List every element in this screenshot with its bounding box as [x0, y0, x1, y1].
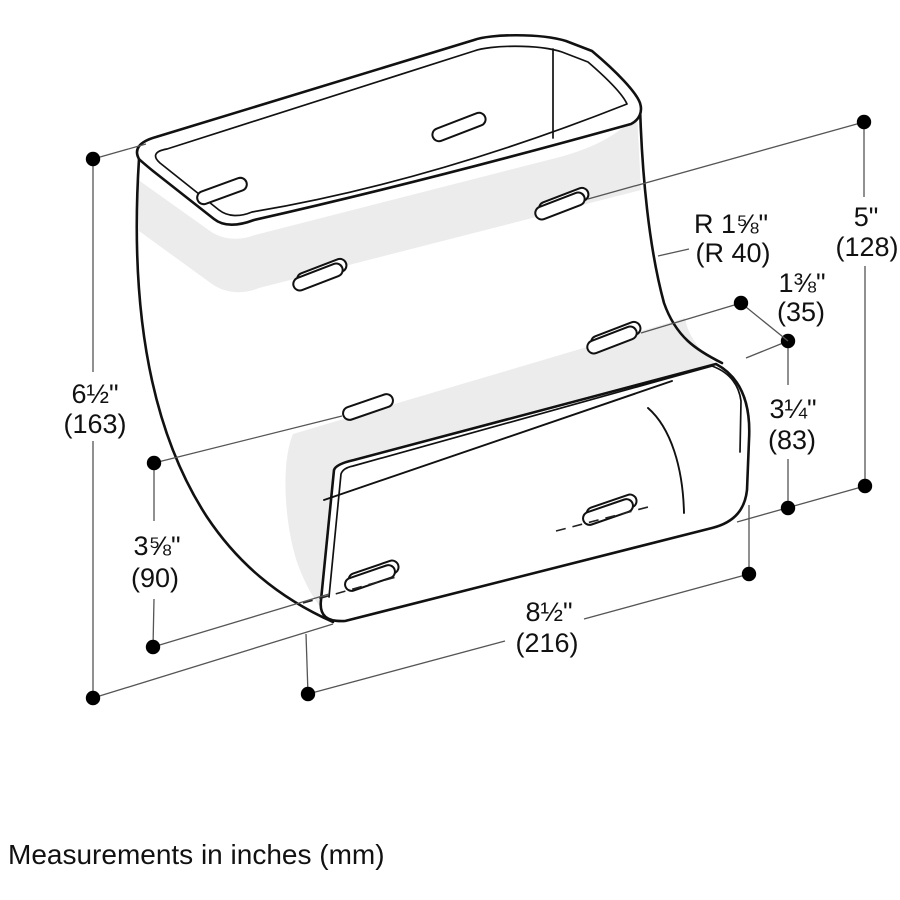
dimension-label-mm: (83) [768, 425, 816, 455]
dimension-point [85, 151, 101, 167]
dimension-point [146, 455, 162, 471]
dimension-lower-height: 3⅝" (90) [131, 415, 343, 655]
mounting-slot [431, 111, 487, 143]
mounting-slot [555, 493, 653, 532]
dimension-duct-height: 3¼" (83) [745, 333, 817, 516]
dimension-bend-radius: R 1⅝" (R 40) [657, 209, 771, 268]
dimension-point [780, 500, 796, 516]
dimension-right-height: 5" (128) [587, 114, 899, 523]
dimension-label-inches: 3¼" [769, 394, 816, 424]
mounting-slot [586, 320, 642, 355]
dimension-label-inches: 3⅝" [133, 531, 180, 561]
dimension-sleeve-depth: 1⅜" (35) [640, 268, 826, 342]
dimension-label-mm: (163) [63, 409, 126, 439]
dimension-label-inches: 8½" [525, 597, 572, 627]
top-opening-inner-rim [154, 45, 628, 217]
measurements-caption: Measurements in inches (mm) [8, 839, 385, 870]
mounting-slots [196, 111, 653, 604]
top-opening-rim [135, 33, 643, 227]
dimension-point [300, 686, 316, 702]
dimension-label-inches: 1⅜" [778, 268, 825, 298]
dimension-point [857, 478, 873, 494]
radius-leader-line [657, 248, 690, 257]
dimension-point [733, 295, 749, 311]
dimension-point [85, 690, 101, 706]
mounting-slot [534, 186, 590, 221]
duct-elbow-body [135, 33, 751, 624]
dimension-opening-width: 8½" (216) [300, 505, 757, 702]
outer-bend-curve [135, 157, 335, 624]
dimension-point [856, 114, 872, 130]
dimension-label-mm: (128) [835, 232, 898, 262]
mounting-slot [292, 257, 348, 292]
dimension-label-inches: 6½" [71, 379, 118, 409]
duct-interior-top-edge [323, 380, 673, 501]
mounting-slot [196, 176, 248, 206]
bottom-opening-inner-rim [328, 365, 742, 598]
duct-interior-curve [647, 407, 685, 514]
inner-bend-curve [638, 104, 724, 365]
sleeve-bands [137, 113, 716, 622]
bottom-opening-rim [319, 362, 751, 623]
dimensions: 6½" (163) 3⅝" (90) [63, 114, 899, 706]
dimension-overall-height: 6½" (163) [63, 143, 334, 706]
dimension-point [741, 566, 757, 582]
dimension-label-inches: 5" [854, 202, 879, 232]
dimension-label-mm: (R 40) [695, 238, 770, 268]
mounting-slot [342, 393, 394, 421]
dimension-label-inches: R 1⅝" [694, 209, 768, 239]
dimension-label-mm: (216) [515, 628, 578, 658]
mounting-slot [302, 559, 400, 604]
dimension-point [145, 639, 161, 655]
top-sleeve-band [137, 113, 641, 293]
lower-sleeve-band [285, 318, 716, 622]
dimension-label-mm: (90) [131, 563, 179, 593]
dimension-label-mm: (35) [777, 297, 825, 327]
